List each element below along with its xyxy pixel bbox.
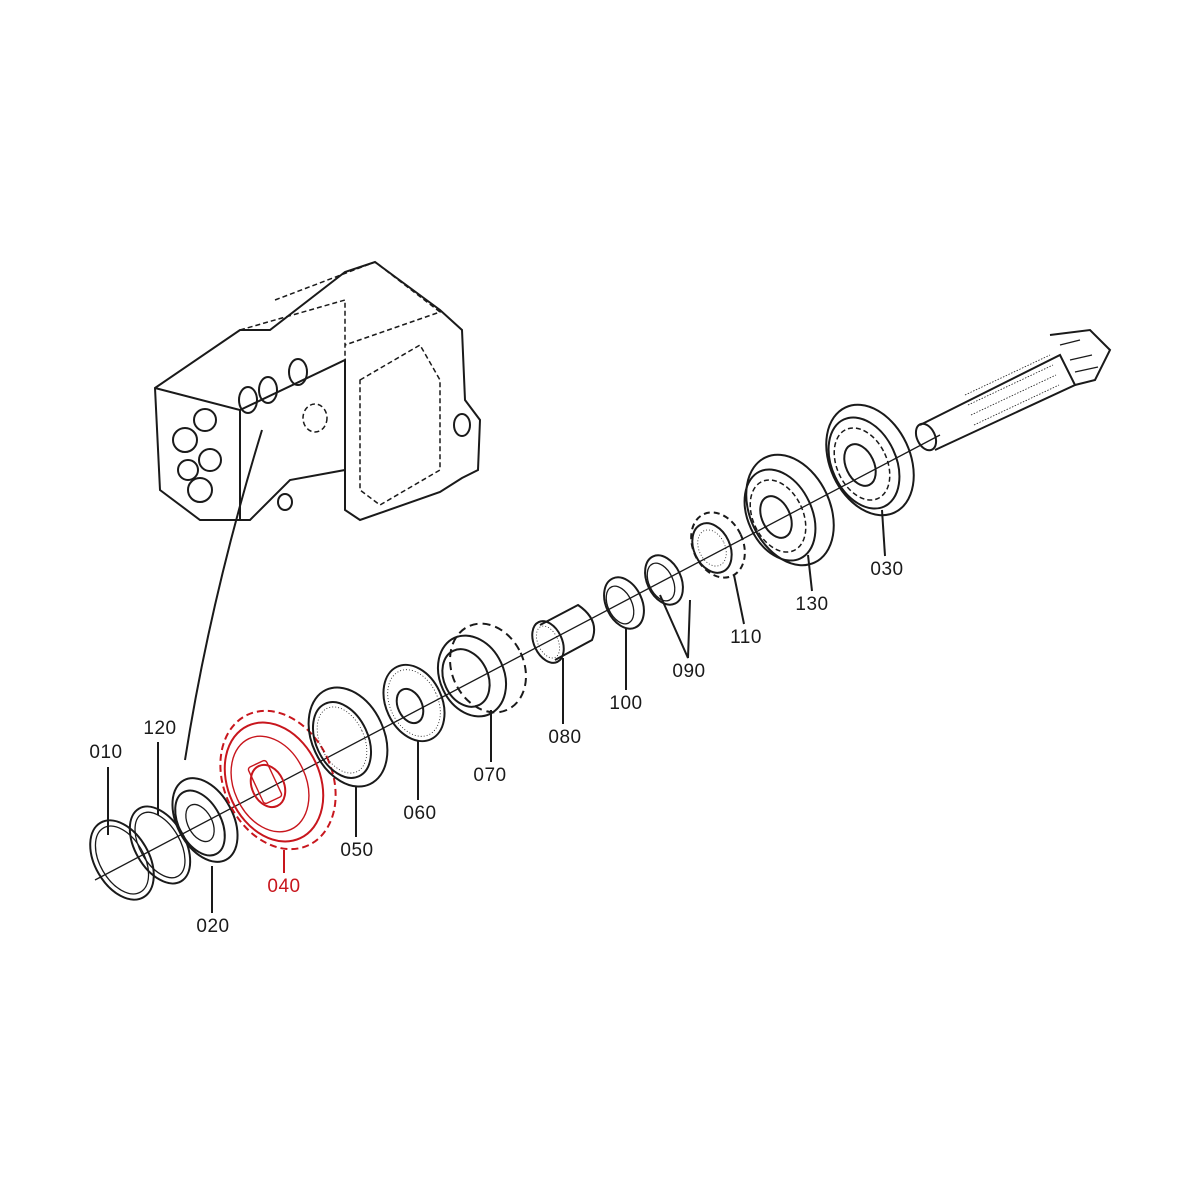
part-label-110[interactable]: 110 (730, 627, 762, 648)
leader-lines (107, 509, 886, 913)
part-label-080[interactable]: 080 (548, 727, 582, 748)
part-050-sleeve (307, 686, 389, 788)
part-110-gear (690, 511, 746, 579)
part-label-100[interactable]: 100 (609, 693, 643, 714)
part-030-bearing (825, 403, 915, 517)
part-070-gear (436, 622, 527, 718)
part-label-050[interactable]: 050 (340, 840, 374, 861)
part-010-ring (89, 819, 155, 901)
part-label-090[interactable]: 090 (672, 661, 706, 682)
part-040-gear-highlighted (219, 709, 337, 851)
part-080-needle-bearing (531, 603, 596, 664)
shaft-axis-line (94, 434, 941, 881)
part-label-120[interactable]: 120 (143, 718, 177, 739)
splined-shaft (914, 328, 1112, 452)
part-label-070[interactable]: 070 (473, 765, 507, 786)
part-130-bearing (743, 453, 835, 567)
part-020-bearing (171, 777, 239, 863)
part-label-030[interactable]: 030 (870, 559, 904, 580)
part-label-020[interactable]: 020 (196, 916, 230, 937)
part-label-130[interactable]: 130 (795, 594, 829, 615)
part-060-hub (382, 663, 446, 743)
part-100-collar (603, 576, 645, 630)
transmission-housing (153, 260, 482, 522)
part-label-010[interactable]: 010 (89, 742, 123, 763)
housing-leader-line (184, 429, 263, 761)
part-090-split-collar (644, 554, 684, 606)
part-label-040-highlighted[interactable]: 040 (267, 876, 301, 897)
part-label-060[interactable]: 060 (403, 803, 437, 824)
